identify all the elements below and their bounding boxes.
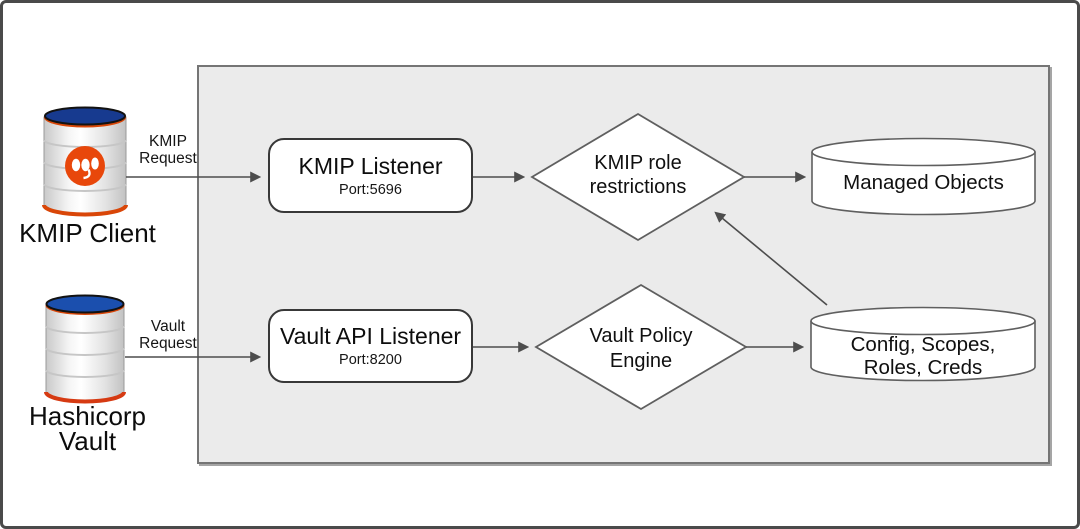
kmip-role-restrictions-label: KMIP role restrictions: [589, 152, 687, 198]
vault-policy-engine-label: Vault Policy Engine: [589, 325, 693, 372]
vault-request-edge-label: Vault Request: [139, 318, 197, 352]
vault-api-listener-title: Vault API Listener: [279, 323, 462, 349]
vault-api-listener-box: Vault API Listener Port:8200: [268, 309, 473, 383]
arrow-config-store-to-role-diamond: [714, 211, 828, 306]
kmip-listener-title: KMIP Listener: [298, 152, 443, 179]
kmip-role-restrictions-diamond: [530, 112, 746, 242]
managed-objects-label: Managed Objects: [843, 171, 1004, 194]
config-store-label: Config, Scopes, Roles, Creds: [850, 333, 996, 379]
vault-policy-engine-diamond: [534, 283, 748, 411]
vault-api-listener-port: Port:8200: [339, 352, 402, 368]
kmip-client-label: KMIP Client: [19, 218, 156, 248]
kmip-client-database-icon: [42, 106, 128, 217]
managed-objects-cylinder: [811, 137, 1036, 216]
kmip-listener-box: KMIP Listener Port:5696: [268, 138, 473, 213]
edb-logo-icon: [65, 146, 105, 186]
hashicorp-vault-database-icon: [44, 294, 126, 404]
config-store-cylinder: [810, 306, 1036, 382]
hashicorp-vault-label: Hashicorp Vault: [28, 401, 147, 456]
kmip-listener-port: Port:5696: [339, 181, 402, 198]
kmip-request-edge-label: KMIP Request: [139, 133, 197, 167]
